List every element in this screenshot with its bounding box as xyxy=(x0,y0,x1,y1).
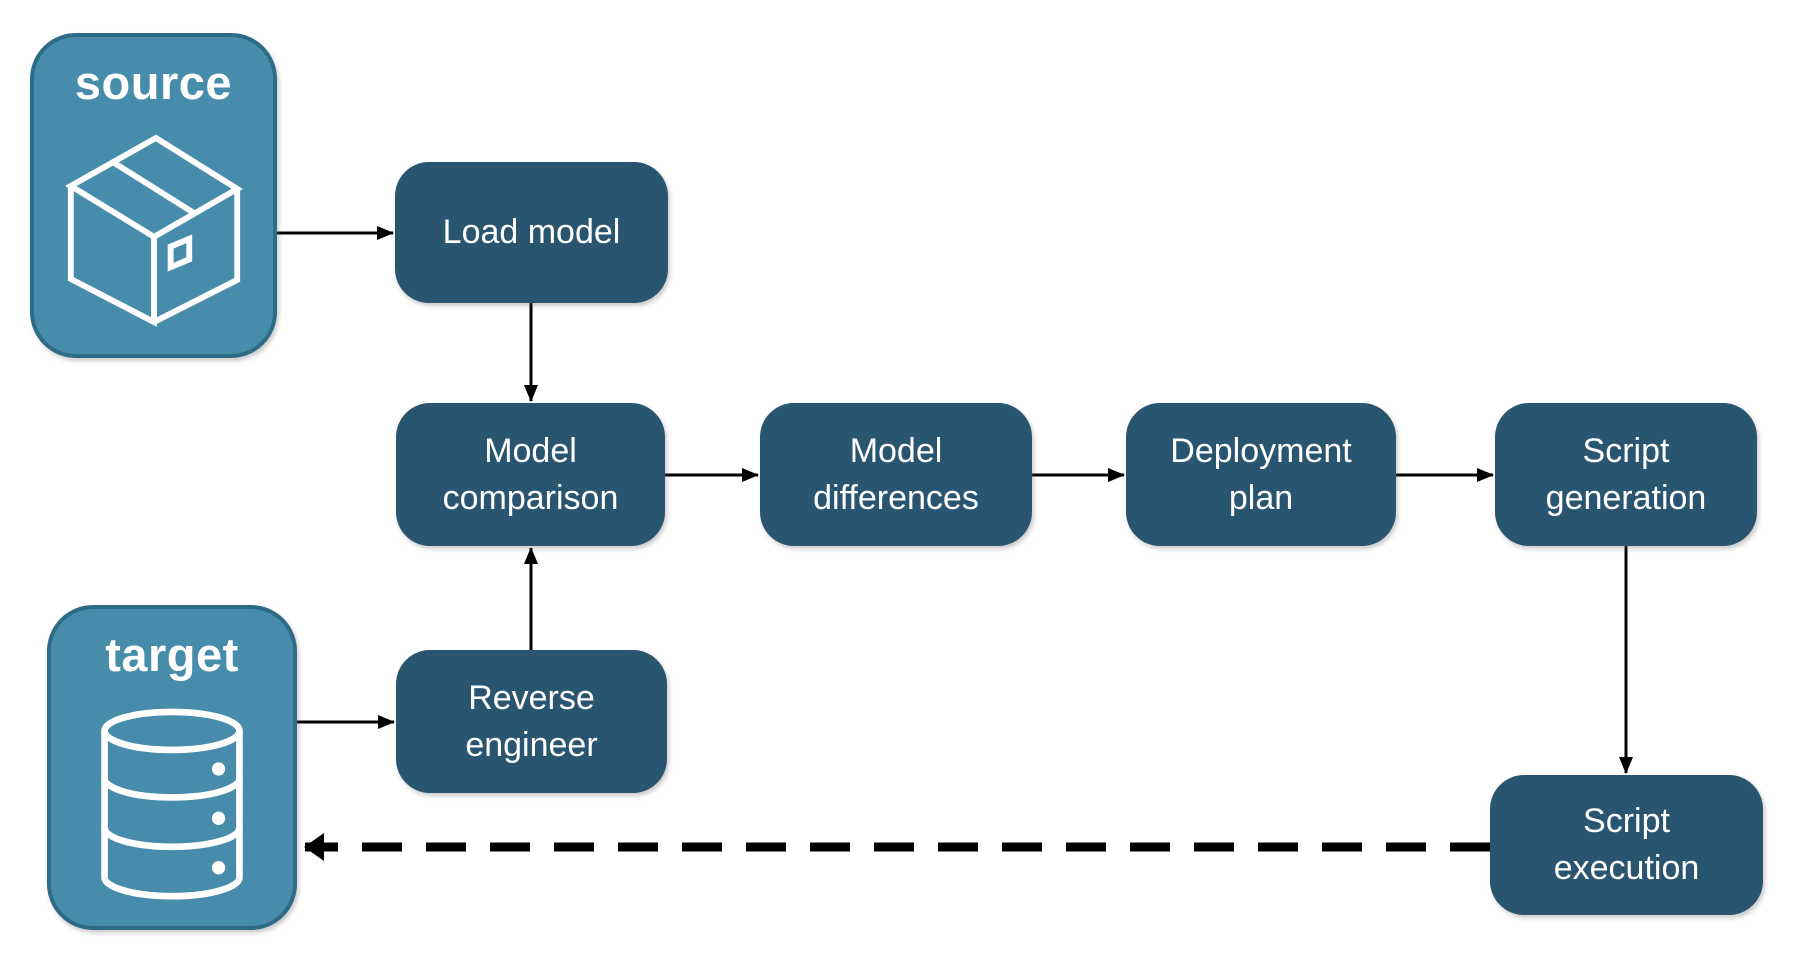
node-label: Reverse engineer xyxy=(465,678,598,764)
target-endpoint: target xyxy=(47,605,297,930)
node-label: Script execution xyxy=(1553,802,1700,887)
node-deployment-plan: Deployment plan xyxy=(1126,403,1396,546)
database-icon xyxy=(96,704,248,906)
node-label: Model comparison xyxy=(442,431,619,517)
node-model-differences: Model differences xyxy=(760,403,1032,546)
node-model-comparison: Model comparison xyxy=(396,403,665,546)
node-label: Model differences xyxy=(813,431,979,517)
node-script-execution: Script execution xyxy=(1490,775,1763,915)
node-script-generation: Script generation xyxy=(1495,403,1757,546)
source-endpoint: source xyxy=(30,33,277,358)
source-label: source xyxy=(74,56,233,109)
node-reverse-engineer: Reverse engineer xyxy=(396,650,667,793)
node-label: Deployment plan xyxy=(1170,431,1352,517)
target-label: target xyxy=(105,628,239,681)
node-load-model: Load model xyxy=(395,162,668,303)
node-label: Script generation xyxy=(1545,431,1707,517)
package-icon xyxy=(61,132,247,328)
node-label: Load model xyxy=(442,213,621,252)
